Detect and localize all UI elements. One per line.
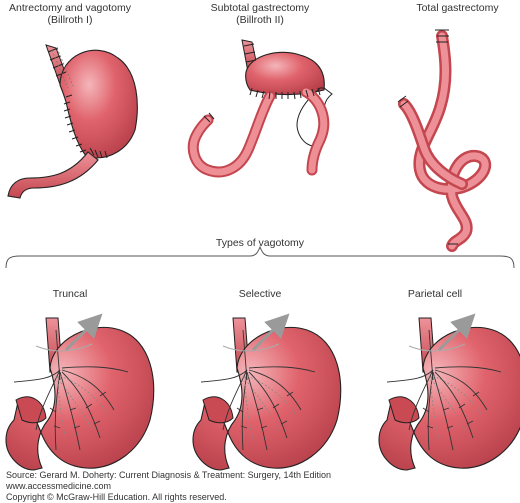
selective-vagotomy-diagram [193,318,341,470]
panel-title-antrectomy: Antrectomy and vagotomy [9,2,131,14]
panel-title-total: Total gastrectomy [416,2,499,14]
stomach-remnant [59,49,138,159]
panel-title-parietal-cell: Parietal cell [407,288,463,300]
duodenum [7,151,99,199]
nerve-dashed [55,375,109,441]
vagus-cut-arrow [64,313,103,352]
website-credit: www.accessmedicine.com [6,481,112,491]
vagotomy-heading: Types of vagotomy [215,237,305,249]
panel-subtitle-antrectomy: (Billroth I) [47,14,93,26]
stomach [5,326,155,471]
billroth-two-diagram [187,39,333,178]
vagus-nerve-cut [51,47,74,89]
panel-title-truncal: Truncal [52,288,88,300]
panel-title-subtotal: Subtotal gastrectomy [210,2,310,14]
suture-line [397,29,458,245]
source-credit: Source: Gerard M. Doherty: Current Diagn… [6,470,331,480]
panel-subtitle-subtotal: (Billroth II) [236,14,284,26]
cut-line [35,343,93,352]
copyright-credit: Copyright © McGraw-Hill Education. All r… [6,492,227,502]
billroth-one-diagram [7,44,138,199]
truncal-vagotomy-diagram [5,313,155,471]
suture-line [47,47,108,159]
suture-line [203,43,321,123]
total-gastrectomy-diagram [397,29,491,252]
parietal-cell-vagotomy-diagram [379,318,520,470]
stomach-remnant [245,51,325,95]
vagotomy-brace [5,245,515,269]
vagus-nerve-branches [13,329,129,451]
panel-title-selective: Selective [238,288,282,300]
pylorus [15,396,47,424]
jejunal-loop [187,90,276,178]
